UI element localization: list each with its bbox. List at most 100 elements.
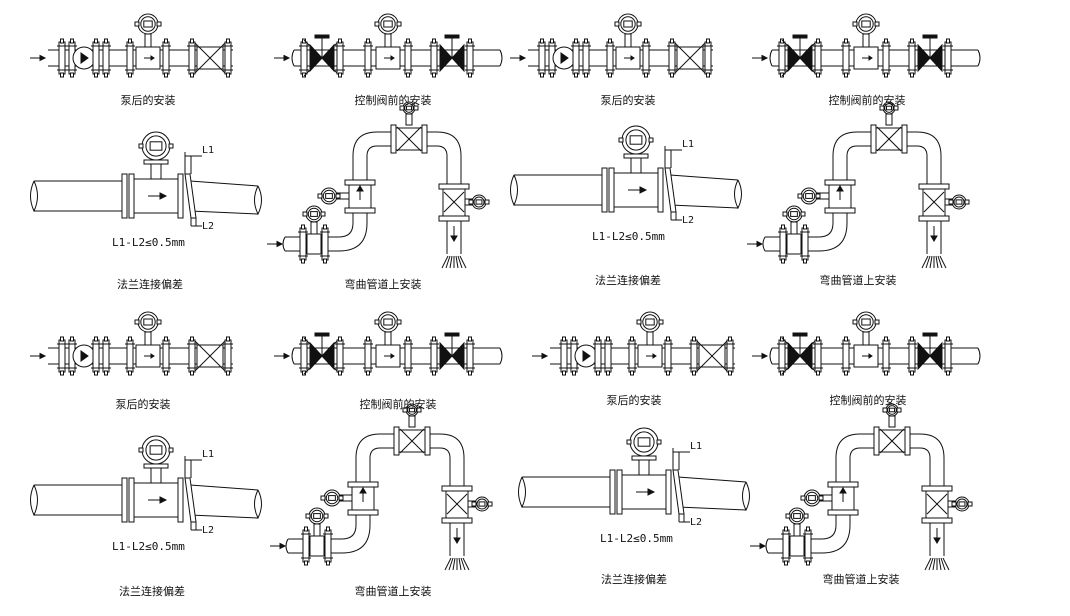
flange-bolt <box>630 370 634 376</box>
flange-bolt <box>884 38 888 44</box>
transmitter-gland <box>335 193 341 199</box>
flange <box>604 339 612 373</box>
pipe-wall <box>669 204 739 209</box>
flange-bolt <box>94 72 98 78</box>
bend-pipe-installation-diagram <box>267 101 490 269</box>
flow-arrow-icon <box>759 542 767 550</box>
transmitter-gland <box>948 199 954 205</box>
flow-arrow-icon <box>930 235 938 242</box>
transmitter-display <box>383 318 393 326</box>
flange <box>901 124 908 154</box>
label-l1: L1 <box>202 449 214 460</box>
flow-arrow-icon <box>868 55 873 61</box>
flange-bolt <box>784 560 788 566</box>
discharge-spray <box>459 255 467 269</box>
flange <box>162 41 170 75</box>
flange-bolt <box>884 72 888 78</box>
pipe-end <box>291 347 295 365</box>
flange <box>336 339 344 373</box>
not-recommended-x-mark <box>194 340 226 372</box>
flange-bolt <box>406 370 410 376</box>
caption-valve-installation: 控制阀前的安装 <box>359 398 437 411</box>
flange-bolt <box>806 560 810 566</box>
transmitter-gland <box>168 143 174 149</box>
flange-bolt <box>606 370 610 376</box>
pipe-elbow <box>835 433 861 459</box>
flange-bolt <box>803 224 807 230</box>
valve-icon <box>321 43 335 73</box>
flange-bolt <box>94 370 98 376</box>
transmitter-gland <box>396 319 402 325</box>
flange <box>704 41 712 75</box>
flange <box>102 41 110 75</box>
skewed-flange <box>664 167 677 213</box>
valve-icon <box>787 43 801 73</box>
transmitter-gland <box>618 137 624 143</box>
control-valve-installation-diagram <box>274 13 503 78</box>
transmitter-gland <box>134 319 140 325</box>
not-recommended-x-mark <box>696 340 728 372</box>
flange <box>347 481 379 488</box>
pipe-elbow <box>355 433 381 459</box>
flange <box>908 339 916 373</box>
flow-arrow-icon <box>761 54 769 62</box>
transmitter-display <box>861 318 871 326</box>
flange <box>779 227 787 261</box>
flange-bolt <box>584 38 588 44</box>
transmitter-display <box>888 407 896 413</box>
transmitter-display <box>958 501 966 507</box>
discharge-spray <box>939 255 947 269</box>
flange-bolt <box>572 336 576 342</box>
flange-bolt <box>584 72 588 78</box>
bend-pipe-installation-diagram <box>270 403 493 571</box>
flange <box>642 41 650 75</box>
discharge-spray <box>942 557 950 571</box>
caption-valve-installation: 控制阀前的安装 <box>828 94 906 107</box>
flange <box>842 41 850 75</box>
flange-bolt <box>226 72 230 78</box>
pipe-elbow <box>821 524 851 554</box>
flange <box>726 339 734 373</box>
flange-bolt <box>803 258 807 264</box>
flange-bolt <box>946 72 950 78</box>
meter-body <box>789 535 805 557</box>
flange <box>347 509 379 516</box>
transmitter-display <box>645 318 655 326</box>
transmitter-gland <box>416 407 422 413</box>
flow-arrow-icon <box>453 537 461 544</box>
flange-bolt <box>164 336 168 342</box>
pipe-wall <box>677 506 747 511</box>
transmitter-gland <box>323 513 329 519</box>
meter-neck <box>862 33 870 48</box>
valve-icon <box>309 43 323 73</box>
flange-bolt <box>60 72 64 78</box>
label-l1: L1 <box>682 139 694 150</box>
meter-neck <box>144 331 152 346</box>
flange-bolt <box>366 370 370 376</box>
flange-bolt <box>728 370 732 376</box>
pump-installation-diagram <box>30 13 233 78</box>
flange-bolt <box>326 560 330 566</box>
not-recommended-x-mark <box>781 337 819 375</box>
transmitter-gland <box>800 495 806 501</box>
not-recommended-x-mark <box>781 39 819 77</box>
flange <box>466 41 474 75</box>
flange-bolt <box>844 370 848 376</box>
flange <box>778 339 786 373</box>
pipe-end <box>285 538 289 554</box>
valve-icon <box>799 43 813 73</box>
transmitter-display <box>313 513 321 519</box>
flow-arrow-icon <box>359 487 367 494</box>
caption-flange-deviation: 法兰连接偏差 <box>595 274 661 287</box>
transmitter-display <box>629 135 643 145</box>
flange-bolt <box>844 336 848 342</box>
flange <box>364 339 372 373</box>
flange <box>601 167 608 213</box>
meter-neck <box>885 113 893 126</box>
pipe-elbow <box>919 433 945 459</box>
pipe-wall <box>189 180 259 187</box>
flange <box>126 41 134 75</box>
flange <box>441 485 473 492</box>
